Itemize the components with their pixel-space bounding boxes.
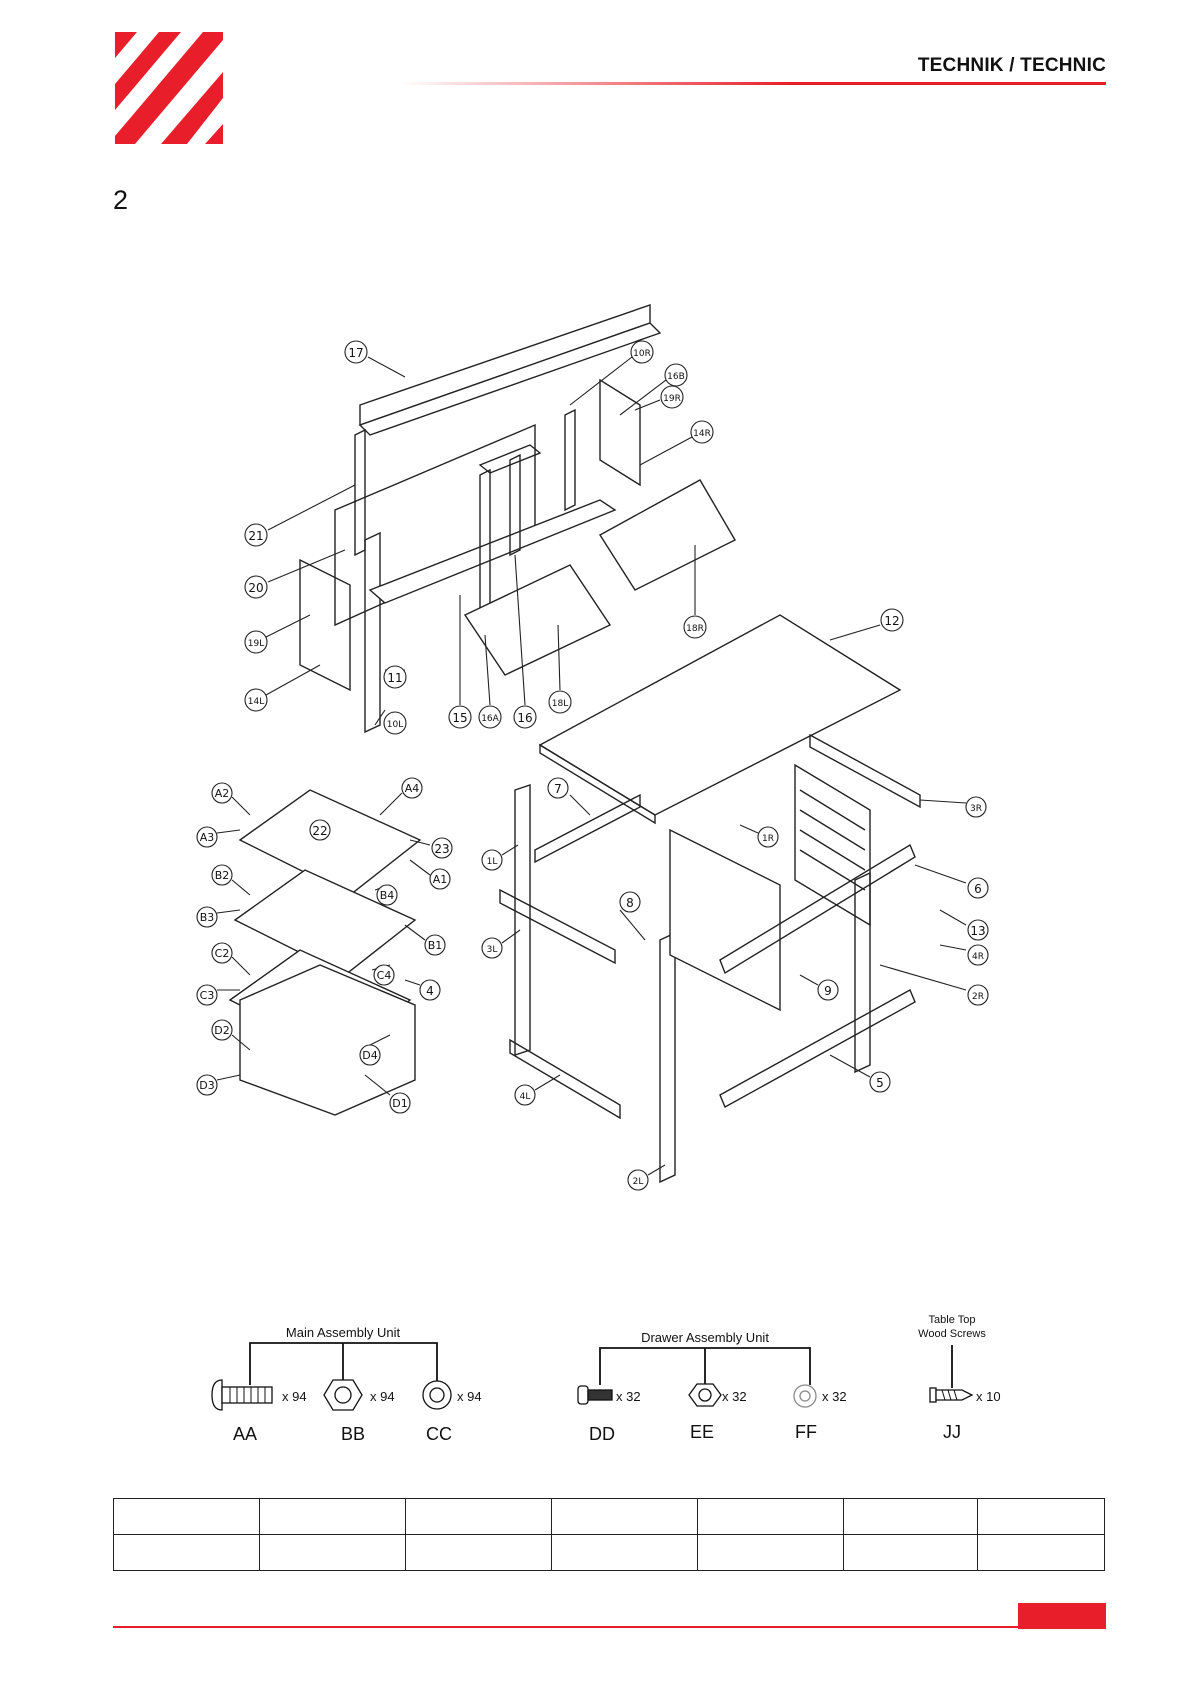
callout-label: 17: [348, 346, 363, 360]
callout-label: 8: [626, 896, 634, 910]
table-row: [113, 1534, 1105, 1571]
callout-label: 16A: [481, 714, 499, 724]
qty-label: x 32: [722, 1389, 747, 1404]
table-cell: [259, 1534, 406, 1571]
table-cell: [551, 1534, 698, 1571]
part-code-label: EE: [690, 1422, 714, 1442]
callout-label: 14R: [693, 429, 711, 439]
hex-nut-icon: [323, 1379, 363, 1411]
callout-label: 12: [884, 614, 899, 628]
callout-label: 16B: [667, 372, 685, 382]
table-cell: [697, 1498, 844, 1535]
table-cell: [551, 1498, 698, 1535]
callout-label: 22: [312, 824, 327, 838]
callout-label: D2: [214, 1024, 229, 1037]
page-number-tab: [1018, 1603, 1106, 1629]
callout-label: 6: [974, 882, 982, 896]
wood-screws-label-line1: Table Top: [929, 1314, 976, 1326]
callout-label: 4: [426, 984, 434, 998]
callout-label: 3L: [487, 945, 498, 955]
callout-label: A4: [405, 782, 420, 795]
table-cell: [843, 1498, 978, 1535]
callout-label: 19R: [663, 394, 681, 404]
exploded-assembly-diagram: 17 10R 16B 19R 14R 21 20 19L 14L 11 10L …: [196, 304, 989, 1191]
callout-label: 1R: [762, 834, 774, 844]
callout-label: 20: [248, 581, 263, 595]
callout-label: D1: [392, 1097, 407, 1110]
callout-label: B4: [380, 889, 395, 902]
part-code-label: FF: [795, 1422, 817, 1442]
callout-label: 21: [248, 529, 263, 543]
header-title: TECHNIK / TECHNIC: [917, 55, 1106, 76]
callout-label: D3: [199, 1079, 214, 1092]
callout-label: A1: [433, 873, 448, 886]
footer-divider: [113, 1626, 1106, 1628]
part-code-label: AA: [233, 1424, 257, 1444]
parts-table: [113, 1498, 1105, 1571]
part-code-label: CC: [426, 1424, 452, 1444]
part-code-label: BB: [341, 1424, 365, 1444]
hardware-legend: Main Assembly Unit Drawer Assembly Unit …: [211, 1314, 1001, 1444]
qty-label: x 94: [457, 1389, 482, 1404]
table-cell: [977, 1498, 1105, 1535]
callout-label: B1: [428, 939, 443, 952]
table-cell: [259, 1498, 406, 1535]
header-divider: [400, 82, 1106, 85]
callout-label: A2: [215, 787, 230, 800]
table-cell: [405, 1498, 552, 1535]
table-cell: [405, 1534, 552, 1571]
callout-label: 2R: [972, 992, 984, 1002]
callout-label: C4: [377, 969, 392, 982]
table-row: [113, 1498, 1105, 1535]
qty-label: x 94: [370, 1389, 395, 1404]
callout-label: 19L: [248, 639, 264, 649]
step-number: 2: [113, 185, 129, 215]
callout-label: 9: [824, 984, 832, 998]
drawer-assembly-label: Drawer Assembly Unit: [641, 1330, 769, 1345]
main-assembly-label: Main Assembly Unit: [286, 1325, 401, 1340]
callout-label: 14L: [248, 697, 264, 707]
brand-logo-icon: [115, 32, 223, 144]
table-cell: [843, 1534, 978, 1571]
callout-label: 23: [434, 842, 449, 856]
washer-icon: [793, 1384, 817, 1408]
callout-label: 4L: [520, 1092, 531, 1102]
callout-label: 13: [970, 924, 985, 938]
wood-screws-label-line2: Wood Screws: [918, 1328, 986, 1340]
lock-washer-icon: [422, 1380, 452, 1410]
qty-label: x 10: [976, 1389, 1001, 1404]
callout-label: 10R: [633, 349, 651, 359]
hex-nut-icon: [688, 1383, 722, 1407]
callout-label: B2: [215, 869, 230, 882]
qty-label: x 94: [282, 1389, 307, 1404]
part-code-label: JJ: [943, 1422, 961, 1442]
callout-label: 2L: [633, 1177, 644, 1187]
table-cell: [977, 1534, 1105, 1571]
callout-label: C2: [215, 947, 230, 960]
callout-label: 15: [452, 711, 467, 725]
callout-label: 18R: [686, 624, 704, 634]
callout-label: 7: [554, 782, 562, 796]
callout-label: 1L: [487, 857, 498, 867]
qty-label: x 32: [822, 1389, 847, 1404]
part-code-label: DD: [589, 1424, 615, 1444]
qty-label: x 32: [616, 1389, 641, 1404]
table-cell: [697, 1534, 844, 1571]
table-cell: [113, 1498, 260, 1535]
callout-label: 11: [387, 671, 402, 685]
wood-screw-icon: [929, 1387, 974, 1403]
callout-label: D4: [362, 1049, 377, 1062]
callout-label: A3: [200, 831, 215, 844]
bolt-icon: [577, 1385, 613, 1405]
callout-label: 16: [517, 711, 532, 725]
callout-label: 3R: [970, 804, 982, 814]
callout-label: 4R: [972, 952, 984, 962]
callout-label: B3: [200, 911, 215, 924]
callout-label: C3: [200, 989, 215, 1002]
table-cell: [113, 1534, 260, 1571]
callout-label: 18L: [552, 699, 568, 709]
callout-label: 5: [876, 1076, 884, 1090]
carriage-bolt-icon: [211, 1379, 273, 1411]
callout-label: 10L: [387, 720, 403, 730]
